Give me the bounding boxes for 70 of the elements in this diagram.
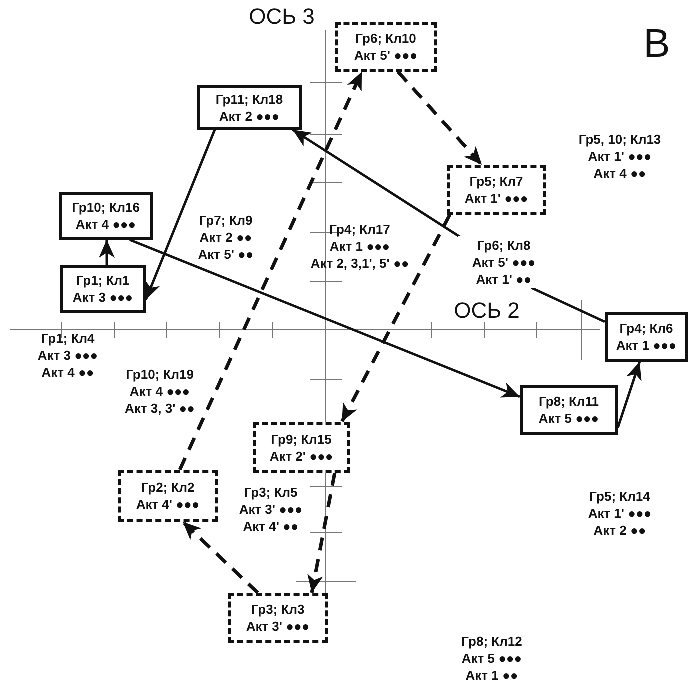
group-box (197, 85, 302, 130)
group-box (118, 470, 218, 522)
box-text: Акт 4 ●●● (76, 216, 136, 233)
box-title: Гр1; Кл1 (76, 272, 130, 289)
arrow (130, 238, 520, 398)
box-text: Акт 5 ●●● (538, 410, 600, 427)
panel-letter: В (644, 22, 670, 66)
box-title: Гр8; Кл11 (539, 393, 599, 410)
annotation-text: Акт 4 ●● (42, 364, 94, 381)
group-box (228, 593, 328, 643)
annotation-text: Акт 1 ●●● (330, 238, 390, 255)
annotation-text: Акт 2 ●● (200, 229, 252, 246)
arrow (308, 472, 337, 594)
box-title: Гр9; Кл15 (271, 430, 332, 448)
box-text: Акт 3' ●●● (246, 618, 310, 635)
group-box (253, 422, 350, 473)
annotation-text: Акт 3, 3' ●● (125, 400, 195, 417)
annotation-text: Гр1; Кл4 (41, 330, 95, 347)
arrow (144, 130, 216, 300)
arrow (182, 520, 260, 594)
box-text: Акт 5' ●●● (354, 47, 418, 64)
box-text: Акт 3 ●●● (72, 289, 134, 306)
box-text: Акт 2' ●●● (270, 448, 334, 464)
annotation-text: Гр6; Кл8 (477, 236, 531, 254)
arrow (396, 70, 484, 166)
annotation-text: Гр4; Кл17 (330, 221, 390, 238)
annotation-text: Гр10; Кл19 (126, 366, 194, 383)
annotation-text: Акт 4 ●●● (130, 383, 190, 400)
group-box (335, 22, 437, 72)
annotation-text: Акт 5' ●● (198, 246, 254, 263)
annotation-text: Гр3; Кл5 (244, 484, 298, 501)
box-title: Гр3; Кл3 (251, 601, 305, 618)
annotation-text: Гр7; Кл9 (199, 212, 253, 229)
arrow (292, 128, 462, 240)
axis-label: ОСЬ 2 (454, 298, 520, 324)
group-box (447, 165, 546, 215)
annotation-text: Акт 3' ●●● (239, 501, 303, 518)
annotation-text: Акт 1' ●●● (588, 148, 652, 165)
annotation-text: Акт 3 ●●● (38, 347, 98, 364)
annotation-text: Гр5; Кл14 (590, 488, 650, 505)
arrow (616, 362, 642, 428)
annotation-text: Акт 5 ●●● (462, 650, 522, 667)
annotation-text: Акт 1' ●● (476, 270, 532, 288)
box-title: Гр5; Кл7 (470, 173, 524, 190)
annotation-text: Акт 1' ●●● (588, 505, 652, 522)
annotation-text: Акт 4' ●● (243, 518, 299, 535)
annotation-text: Гр8; Кл12 (462, 633, 522, 650)
box-title: Гр6; Кл10 (356, 30, 416, 47)
group-box (59, 192, 153, 240)
arrow (99, 240, 116, 265)
group-box (520, 385, 618, 435)
annotation-text: Акт 5' ●●● (472, 254, 536, 270)
box-text: Акт 1 ●●● (616, 337, 677, 354)
box-text: Акт 4' ●●● (136, 496, 200, 513)
box-title: Гр10; Кл16 (72, 199, 140, 216)
annotation-text: Акт 4 ●● (594, 165, 646, 182)
box-title: Гр4; Кл6 (620, 320, 674, 337)
box-text: Акт 1' ●●● (464, 190, 528, 207)
connector-line (531, 286, 606, 324)
group-box (60, 265, 146, 313)
annotation-text: Акт 1 ●● (466, 667, 518, 684)
axis-label: ОСЬ 3 (249, 4, 315, 30)
box-text: Акт 2 ●●● (219, 108, 280, 124)
arrow (340, 214, 452, 423)
box-title: Гр2; Кл2 (141, 479, 195, 496)
annotation-text: Гр5, 10; Кл13 (578, 131, 662, 148)
arrow (178, 71, 364, 471)
group-box (605, 312, 688, 362)
annotation-text: Акт 2 ●● (594, 522, 646, 539)
box-title: Гр11; Кл18 (216, 90, 284, 108)
